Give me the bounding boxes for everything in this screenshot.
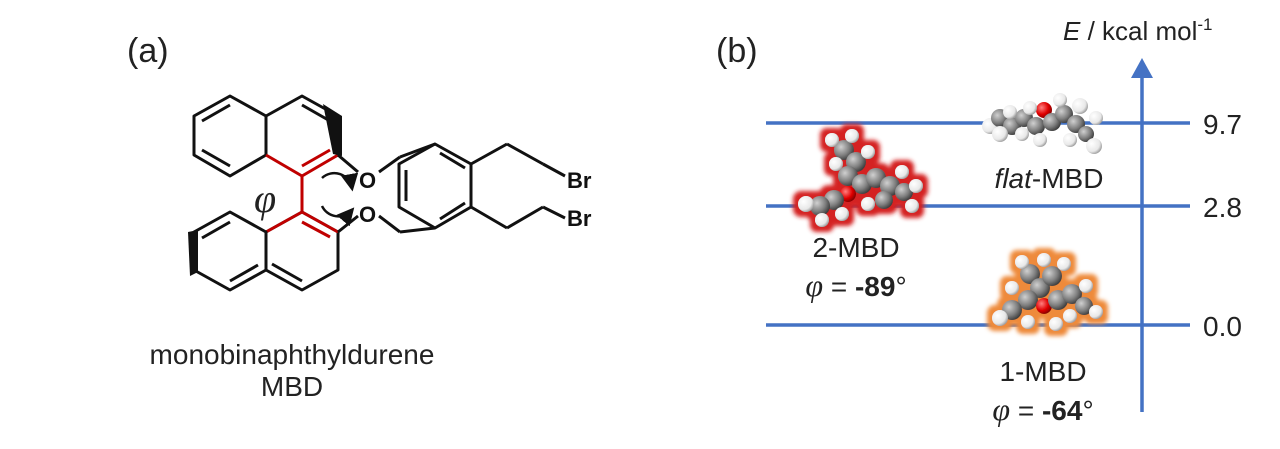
bond xyxy=(201,148,231,168)
two-mbd-eq: = xyxy=(823,271,855,302)
two-mbd-deg: ° xyxy=(895,271,906,302)
red-bond-lower-a xyxy=(265,210,303,234)
wedge-upper xyxy=(323,104,342,156)
bond xyxy=(470,142,508,166)
panel-b-label: (b) xyxy=(716,32,758,70)
flat-mbd-label-rest: -MBD xyxy=(1032,163,1104,194)
one-mbd-deg: ° xyxy=(1082,395,1093,426)
bond xyxy=(337,214,359,234)
upper-left-ring xyxy=(192,94,268,178)
flat-mbd-label-italic: flat xyxy=(995,163,1034,194)
red-bond-lower-b xyxy=(301,210,339,234)
energy-axis-arrowhead xyxy=(1131,58,1153,78)
phi-symbol-a: φ xyxy=(254,176,276,221)
red-bond-upper-a xyxy=(265,153,303,178)
bond xyxy=(542,205,566,220)
bond xyxy=(470,205,508,230)
bond xyxy=(506,205,544,230)
mbd-structure: O O xyxy=(188,94,592,292)
energy-axis-unit: / kcal mol xyxy=(1080,16,1197,46)
bond xyxy=(301,103,331,123)
bond xyxy=(378,155,401,174)
two-mbd-angle-value: -89 xyxy=(855,271,895,302)
flat-mbd-molecule xyxy=(982,93,1103,154)
atom-br-bottom: Br xyxy=(567,206,592,231)
panel-a-label: (a) xyxy=(127,32,169,70)
atom-o-top: O xyxy=(359,168,376,193)
wedge-lower xyxy=(188,230,198,276)
energy-axis-sup: -1 xyxy=(1197,15,1212,34)
upper-right-ring xyxy=(265,94,340,155)
one-mbd-label: 1-MBD xyxy=(999,356,1086,387)
bond xyxy=(506,142,544,166)
rotation-arrow-bottom xyxy=(320,205,355,227)
panel-a: (a) O xyxy=(127,32,592,402)
two-mbd-phi: φ xyxy=(805,267,823,303)
atom-o-bottom: O xyxy=(359,202,376,227)
bond xyxy=(542,162,566,178)
red-bond-lower-c xyxy=(301,220,331,239)
bond xyxy=(337,153,359,174)
two-mbd-label: 2-MBD xyxy=(812,232,899,263)
panel-b: (b) E / kcal mol-1 9.7 2.8 0.0 xyxy=(716,15,1242,427)
bond xyxy=(378,214,401,234)
energy-axis-label: E / kcal mol-1 xyxy=(1063,15,1213,46)
level-value-9-7: 9.7 xyxy=(1203,109,1242,140)
bond xyxy=(439,151,466,170)
bond xyxy=(439,201,466,221)
energy-axis-var: E xyxy=(1063,16,1081,46)
caption-abbrev: MBD xyxy=(261,371,323,402)
bond xyxy=(201,103,231,123)
one-mbd-phi: φ xyxy=(992,391,1010,427)
bond xyxy=(399,142,436,159)
two-mbd-molecule xyxy=(798,129,923,227)
bond xyxy=(229,263,259,283)
one-mbd-eq: = xyxy=(1010,395,1042,426)
flat-mbd-label: flat-MBD xyxy=(995,163,1104,194)
bond xyxy=(201,220,231,240)
one-mbd-molecule xyxy=(992,253,1103,331)
bond xyxy=(271,262,303,283)
durene-ring xyxy=(397,142,473,230)
level-value-2-8: 2.8 xyxy=(1203,192,1242,223)
level-value-0-0: 0.0 xyxy=(1203,311,1242,342)
one-mbd-angle: φ = -64° xyxy=(992,391,1093,427)
one-mbd-angle-value: -64 xyxy=(1042,395,1083,426)
rotation-arrow-top xyxy=(321,171,359,192)
atom-br-top: Br xyxy=(567,168,592,193)
red-bond-upper-b xyxy=(301,153,339,178)
caption-name: monobinaphthyldurene xyxy=(150,339,435,370)
red-bond-upper-c xyxy=(301,148,331,168)
bond xyxy=(399,226,436,234)
two-mbd-angle: φ = -89° xyxy=(805,267,906,303)
